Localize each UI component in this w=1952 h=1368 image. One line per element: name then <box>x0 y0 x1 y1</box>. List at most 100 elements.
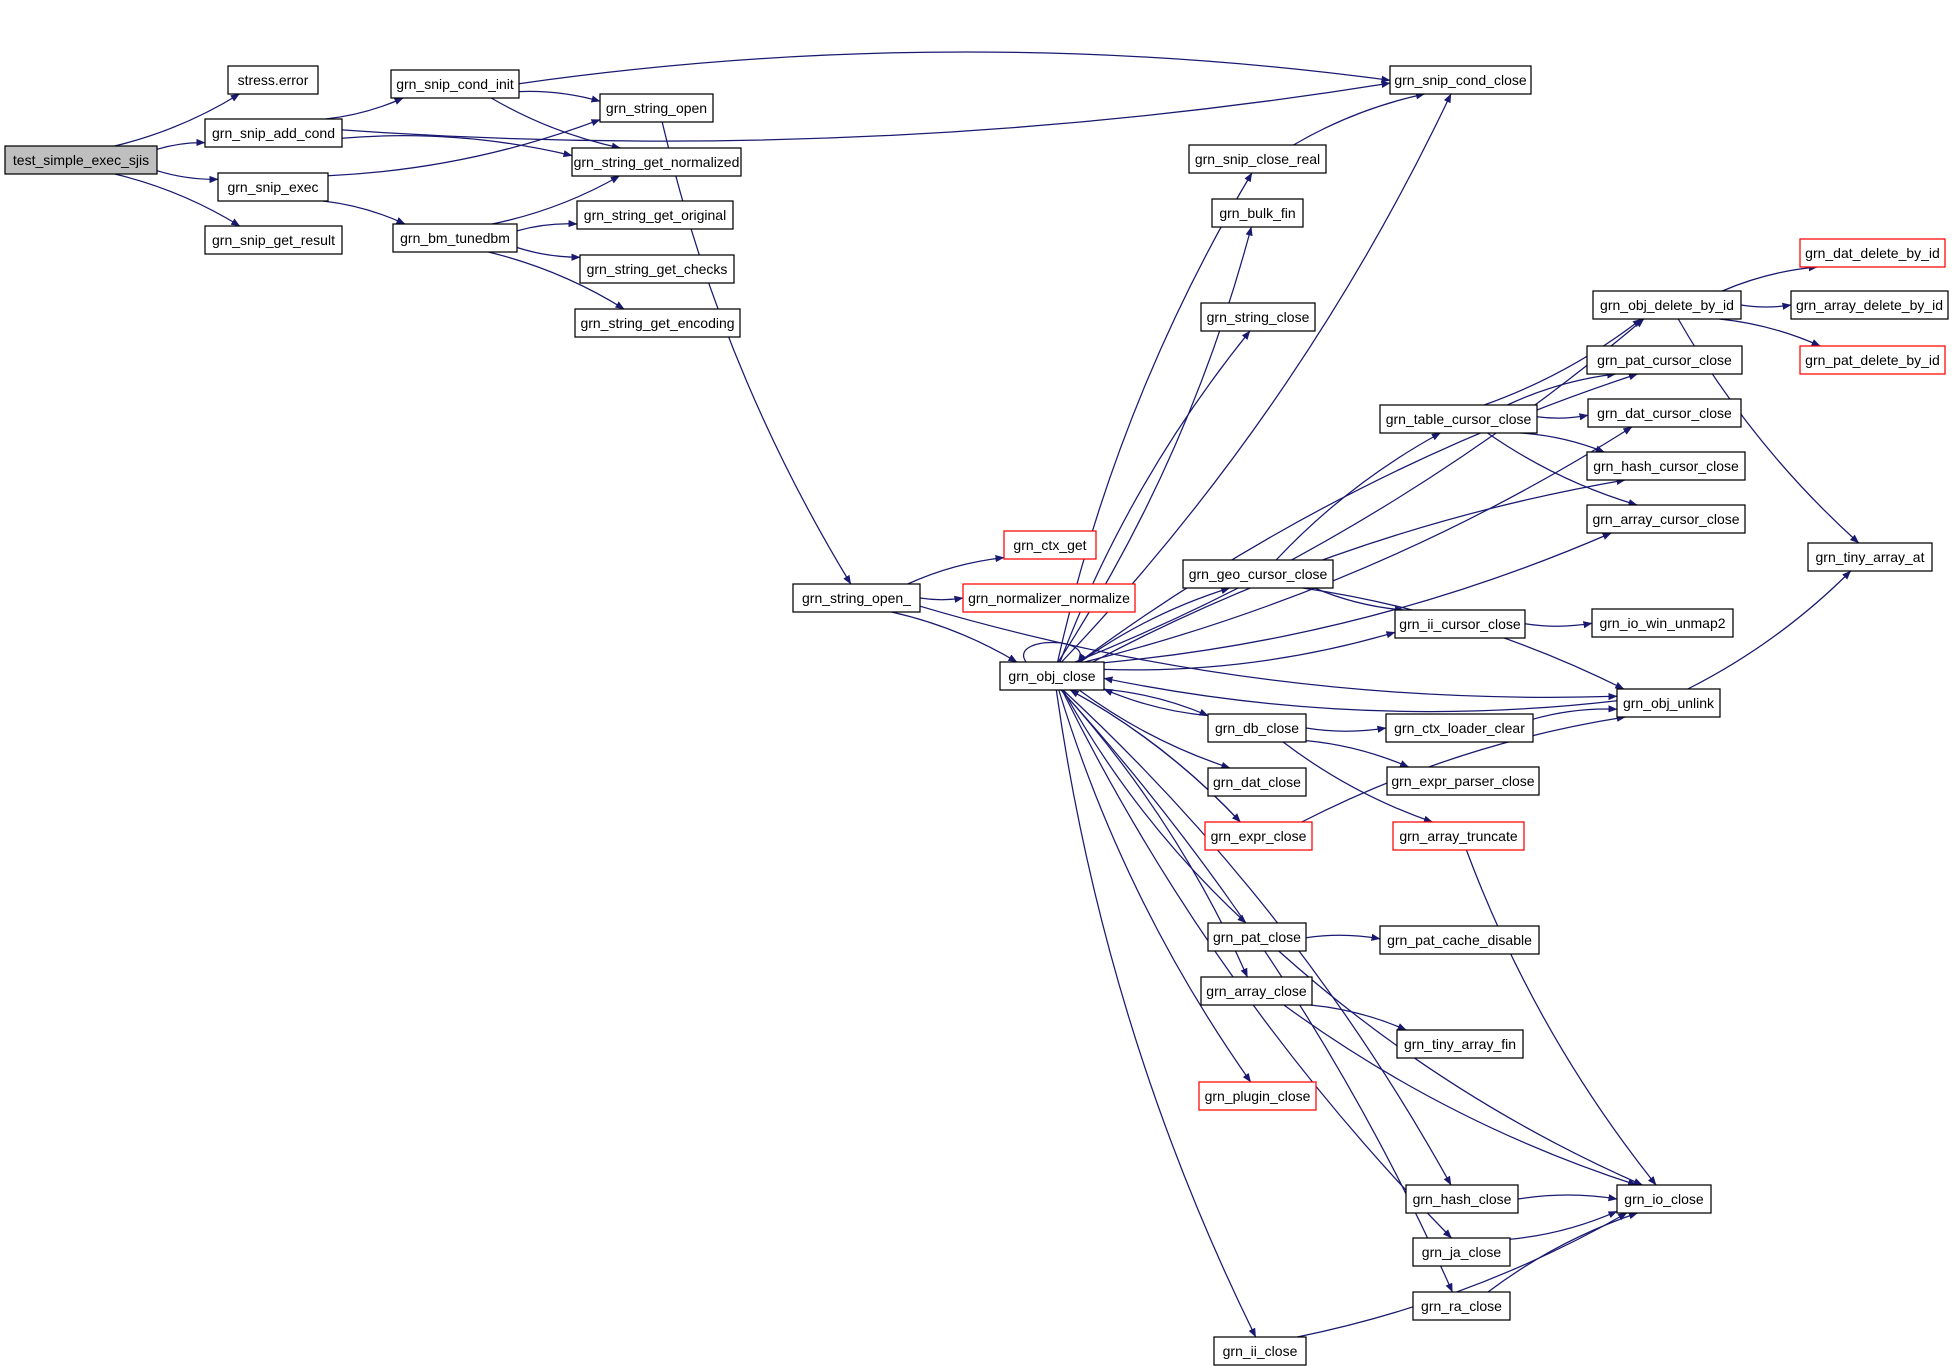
node-box <box>1385 713 1534 743</box>
edge-grn_obj_close-to-grn_hash_cursor_close <box>1092 477 1626 663</box>
node-grn_io_win_unmap2[interactable]: grn_io_win_unmap2 <box>1591 608 1734 638</box>
node-grn_ii_close[interactable]: grn_ii_close <box>1213 1336 1307 1366</box>
node-label: grn_hash_close <box>1413 1191 1512 1207</box>
node-grn_string_get_encoding[interactable]: grn_string_get_encoding <box>574 308 741 338</box>
nodes-layer: test_simple_exec_sjis stress.error grn_sni… <box>4 65 1949 1366</box>
node-grn_normalizer_normalize[interactable]: grn_normalizer_normalize <box>962 583 1136 613</box>
node-box <box>1207 922 1307 952</box>
node-grn_string_get_checks[interactable]: grn_string_get_checks <box>579 254 735 284</box>
node-grn_snip_get_result[interactable]: grn_snip_get_result <box>204 225 343 255</box>
node-grn_io_close[interactable]: grn_io_close <box>1616 1184 1712 1214</box>
node-grn_tiny_array_at[interactable]: grn_tiny_array_at <box>1807 542 1933 572</box>
node-grn_dat_close[interactable]: grn_dat_close <box>1207 767 1307 797</box>
node-box <box>1616 1184 1712 1214</box>
node-grn_bm_tunedbm[interactable]: grn_bm_tunedbm <box>392 223 518 253</box>
node-grn_snip_close_real[interactable]: grn_snip_close_real <box>1188 144 1327 174</box>
edge-grn_db_close-to-grn_ctx_loader_clear <box>1305 725 1387 733</box>
node-box <box>1790 290 1949 320</box>
node-grn_hash_close[interactable]: grn_hash_close <box>1405 1184 1519 1214</box>
node-label: grn_pat_delete_by_id <box>1805 352 1940 368</box>
node-box <box>1207 767 1307 797</box>
node-label: grn_string_open_ <box>802 590 911 606</box>
node-grn_obj_unlink[interactable]: grn_obj_unlink <box>1616 688 1721 718</box>
node-grn_pat_cursor_close[interactable]: grn_pat_cursor_close <box>1586 345 1743 375</box>
edge-grn_bm_tunedbm-to-grn_string_get_checks <box>516 246 581 261</box>
node-grn_snip_exec[interactable]: grn_snip_exec <box>217 172 329 202</box>
node-grn_ctx_loader_clear[interactable]: grn_ctx_loader_clear <box>1385 713 1534 743</box>
node-box <box>204 118 343 148</box>
node-grn_tiny_array_fin[interactable]: grn_tiny_array_fin <box>1396 1029 1524 1059</box>
node-grn_db_close[interactable]: grn_db_close <box>1207 713 1307 743</box>
node-grn_string_close[interactable]: grn_string_close <box>1200 302 1316 332</box>
node-label: grn_pat_cache_disable <box>1387 932 1532 948</box>
node-grn_string_get_normalized[interactable]: grn_string_get_normalized <box>571 147 742 177</box>
edge-grn_bm_tunedbm-to-grn_string_get_original <box>516 220 578 232</box>
edge-grn_string_open_-to-grn_normalizer_normalize <box>919 595 964 603</box>
node-grn_obj_close[interactable]: grn_obj_close <box>999 661 1105 691</box>
node-grn_snip_cond_init[interactable]: grn_snip_cond_init <box>390 69 520 99</box>
node-grn_snip_cond_close[interactable]: grn_snip_cond_close <box>1389 65 1532 95</box>
node-label: grn_ra_close <box>1421 1298 1502 1314</box>
node-grn_array_close[interactable]: grn_array_close <box>1200 976 1313 1006</box>
node-grn_snip_add_cond[interactable]: grn_snip_add_cond <box>204 118 343 148</box>
node-grn_bulk_fin[interactable]: grn_bulk_fin <box>1211 198 1304 228</box>
node-label: grn_bm_tunedbm <box>400 230 510 246</box>
node-box <box>599 93 714 123</box>
node-label: grn_ctx_loader_clear <box>1394 720 1525 736</box>
node-grn_hash_cursor_close[interactable]: grn_hash_cursor_close <box>1586 451 1746 481</box>
edge-grn_db_close-to-grn_array_truncate <box>1282 741 1433 823</box>
node-grn_array_cursor_close[interactable]: grn_array_cursor_close <box>1586 504 1746 534</box>
edge-grn_pat_close-to-grn_pat_cache_disable <box>1305 933 1381 941</box>
node-label: grn_string_open <box>606 100 707 116</box>
node-grn_plugin_close[interactable]: grn_plugin_close <box>1198 1081 1317 1111</box>
node-label: grn_string_get_encoding <box>580 315 734 331</box>
node-grn_pat_delete_by_id[interactable]: grn_pat_delete_by_id <box>1799 345 1946 375</box>
edge-grn_obj_close-to-grn_dat_close <box>1078 689 1231 769</box>
node-label: grn_pat_close <box>1213 929 1301 945</box>
node-label: grn_snip_cond_init <box>396 76 514 92</box>
node-label: grn_string_get_original <box>584 207 726 223</box>
node-label: grn_hash_cursor_close <box>1593 458 1739 474</box>
node-test_simple_exec_sjis[interactable]: test_simple_exec_sjis <box>4 145 158 175</box>
node-label: grn_obj_unlink <box>1623 695 1715 711</box>
edge-grn_string_open_-to-grn_obj_unlink <box>919 605 1618 701</box>
node-grn_pat_close[interactable]: grn_pat_close <box>1207 922 1307 952</box>
node-box <box>1182 559 1334 589</box>
node-box <box>1799 238 1946 268</box>
node-grn_ra_close[interactable]: grn_ra_close <box>1412 1291 1511 1321</box>
node-box <box>576 200 734 230</box>
node-grn_obj_delete_by_id[interactable]: grn_obj_delete_by_id <box>1592 290 1742 320</box>
node-grn_array_truncate[interactable]: grn_array_truncate <box>1392 821 1525 851</box>
node-grn_string_open_[interactable]: grn_string_open_ <box>792 583 921 613</box>
node-label: test_simple_exec_sjis <box>13 152 149 168</box>
node-grn_expr_close[interactable]: grn_expr_close <box>1204 821 1313 851</box>
node-box <box>1389 65 1532 95</box>
node-box <box>1586 451 1746 481</box>
node-box <box>1200 302 1316 332</box>
node-grn_pat_cache_disable[interactable]: grn_pat_cache_disable <box>1379 925 1540 955</box>
edge-grn_snip_exec-to-grn_bm_tunedbm <box>322 200 406 225</box>
node-label: grn_bulk_fin <box>1219 205 1295 221</box>
node-grn_ja_close[interactable]: grn_ja_close <box>1412 1237 1511 1267</box>
node-box <box>1188 144 1327 174</box>
node-label: grn_io_win_unmap2 <box>1599 615 1725 631</box>
node-grn_string_open[interactable]: grn_string_open <box>599 93 714 123</box>
node-box <box>1198 1081 1317 1111</box>
node-grn_dat_cursor_close[interactable]: grn_dat_cursor_close <box>1587 398 1742 428</box>
node-grn_table_cursor_close[interactable]: grn_table_cursor_close <box>1379 404 1538 434</box>
node-grn_array_delete_by_id[interactable]: grn_array_delete_by_id <box>1790 290 1949 320</box>
node-box <box>1379 925 1540 955</box>
node-label: grn_array_delete_by_id <box>1796 297 1943 313</box>
edge-grn_obj_close-to-grn_db_close <box>1103 688 1209 717</box>
node-grn_ctx_get[interactable]: grn_ctx_get <box>1003 530 1097 560</box>
node-grn_string_get_original[interactable]: grn_string_get_original <box>576 200 734 230</box>
node-grn_dat_delete_by_id[interactable]: grn_dat_delete_by_id <box>1799 238 1946 268</box>
node-grn_expr_parser_close[interactable]: grn_expr_parser_close <box>1386 766 1540 796</box>
edge-test_simple_exec_sjis-to-grn_snip_get_result <box>114 173 241 227</box>
node-grn_geo_cursor_close[interactable]: grn_geo_cursor_close <box>1182 559 1334 589</box>
node-grn_ii_cursor_close[interactable]: grn_ii_cursor_close <box>1394 609 1526 639</box>
edge-grn_obj_unlink-to-grn_tiny_array_at <box>1687 570 1852 690</box>
node-box <box>1204 821 1313 851</box>
node-stress_error[interactable]: stress.error <box>227 65 319 95</box>
node-box <box>217 172 329 202</box>
